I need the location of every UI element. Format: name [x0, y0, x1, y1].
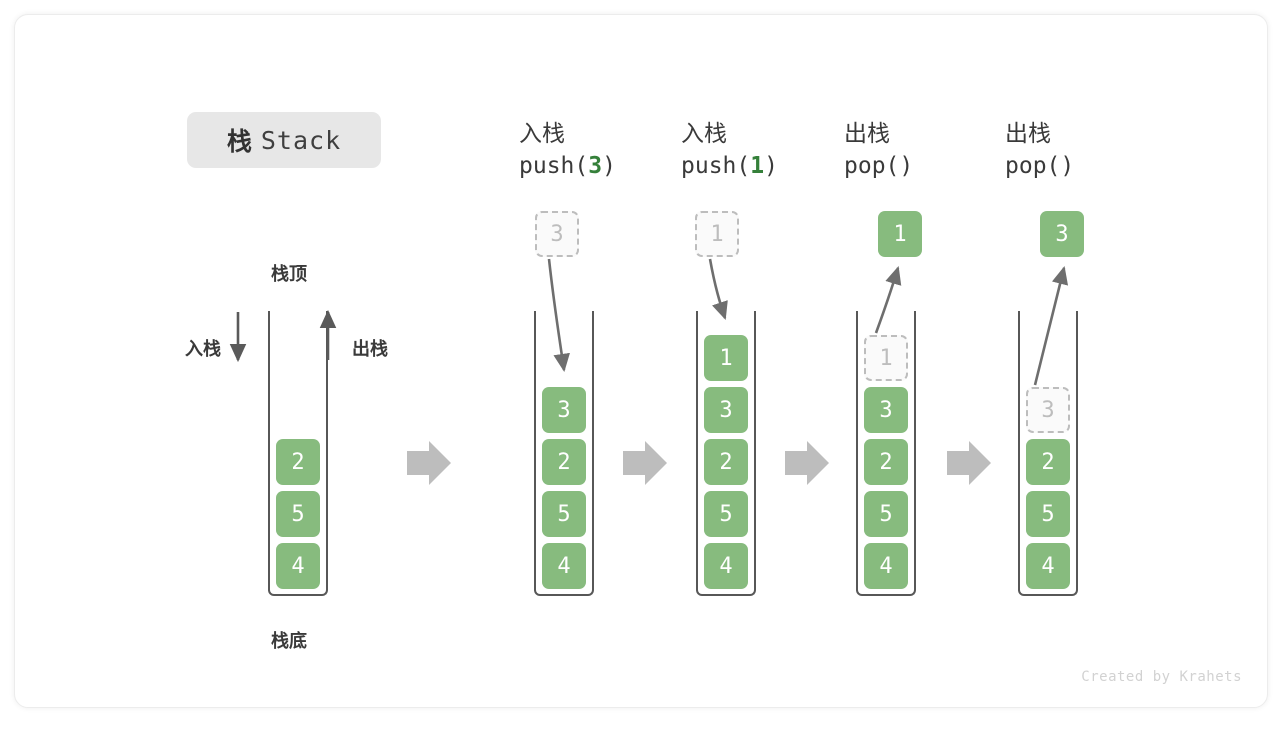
call-prefix: push(	[519, 153, 589, 179]
step-pop-2-call: pop()	[1005, 150, 1074, 183]
step-push-1-header: 入栈 push(1)	[681, 119, 778, 183]
step-pop-2-op: 出栈	[1005, 121, 1051, 147]
step-pop-2-header: 出栈 pop()	[1005, 119, 1074, 183]
call-suffix: )	[764, 153, 778, 179]
watermark: Created by Krahets	[1081, 669, 1242, 685]
step-push-3-floating-cell: 3	[535, 211, 579, 257]
step-push-1-arrow	[708, 258, 728, 320]
step-pop-1-cell-1: 3	[864, 387, 908, 433]
step-pop-1-cell-4: 4	[864, 543, 908, 589]
call-prefix: push(	[681, 153, 751, 179]
step-push-1-cell-2: 2	[704, 439, 748, 485]
stack-top-label: 栈顶	[271, 264, 307, 285]
step-pop-1-stack-container	[856, 311, 916, 596]
step-push-1-call: push(1)	[681, 150, 778, 183]
reference-cell-2: 4	[276, 543, 320, 589]
step-push-1-floating-cell: 1	[695, 211, 739, 257]
call-suffix: )	[899, 153, 914, 179]
step-push-3-call: push(3)	[519, 150, 616, 183]
call-arg: 3	[588, 153, 603, 179]
step-push-3-cell-0: 3	[542, 387, 586, 433]
reference-cell-1: 5	[276, 491, 320, 537]
step-pop-1-cell-2: 2	[864, 439, 908, 485]
title-latin: Stack	[260, 125, 342, 155]
step-push-3-cell-3: 4	[542, 543, 586, 589]
step-pop-2-cell-2: 2	[1026, 439, 1070, 485]
step-push-1-cell-1: 3	[704, 387, 748, 433]
step-push-1-cell-4: 4	[704, 543, 748, 589]
diagram-canvas: 栈 Stack 栈顶 入栈 出栈 2 5 4 栈底 入栈 push(3) 3 3…	[14, 14, 1268, 708]
step-push-1-cell-3: 5	[704, 491, 748, 537]
step-pop-2-floating-cell: 3	[1040, 211, 1084, 257]
flow-arrow-1	[407, 441, 451, 485]
call-suffix: )	[1060, 153, 1075, 179]
flow-arrow-2	[623, 441, 667, 485]
step-push-3-cell-1: 2	[542, 439, 586, 485]
step-push-1-cell-0: 1	[704, 335, 748, 381]
title-badge: 栈 Stack	[187, 112, 381, 168]
call-prefix: pop(	[844, 153, 900, 179]
step-pop-1-cell-3: 5	[864, 491, 908, 537]
call-arg: 1	[750, 153, 765, 179]
step-pop-1-header: 出栈 pop()	[844, 119, 913, 183]
stack-bottom-label: 栈底	[271, 631, 307, 652]
step-push-1-stack-container	[696, 311, 756, 596]
step-push-3-stack-container	[534, 311, 594, 596]
step-push-3-op: 入栈	[519, 121, 565, 147]
call-prefix: pop(	[1005, 153, 1061, 179]
step-push-3-header: 入栈 push(3)	[519, 119, 616, 183]
flow-arrow-4	[947, 441, 991, 485]
step-push-1-op: 入栈	[681, 121, 727, 147]
step-pop-2-cell-3: 5	[1026, 491, 1070, 537]
push-direction-label: 入栈	[185, 339, 221, 360]
step-pop-1-cell-0: 1	[864, 335, 908, 381]
pop-direction-label: 出栈	[352, 339, 388, 360]
step-pop-2-stack-container	[1018, 311, 1078, 596]
step-pop-2-cell-4: 4	[1026, 543, 1070, 589]
step-pop-1-op: 出栈	[844, 121, 890, 147]
reference-stack-container	[268, 311, 328, 596]
step-pop-1-call: pop()	[844, 150, 913, 183]
flow-arrow-3	[785, 441, 829, 485]
step-pop-2-cell-1: 3	[1026, 387, 1070, 433]
call-suffix: )	[602, 153, 616, 179]
step-push-3-cell-2: 5	[542, 491, 586, 537]
title-cjk: 栈	[226, 127, 252, 156]
step-pop-1-floating-cell: 1	[878, 211, 922, 257]
reference-cell-0: 2	[276, 439, 320, 485]
